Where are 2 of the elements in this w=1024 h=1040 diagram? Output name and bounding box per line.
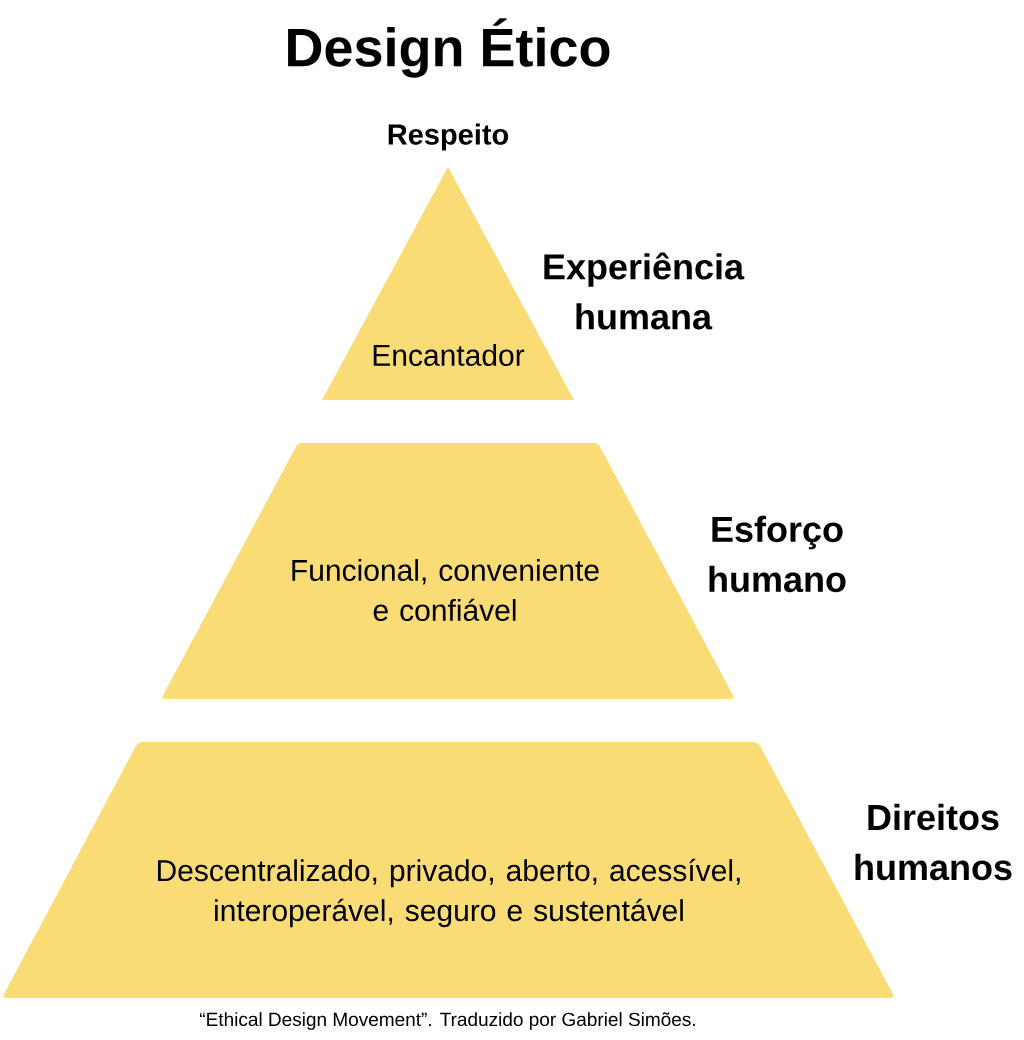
caption: “Ethical Design Movement”. Traduzido por Gabriel Simões. [200, 1012, 695, 1030]
title: Design Ético [288, 18, 610, 78]
